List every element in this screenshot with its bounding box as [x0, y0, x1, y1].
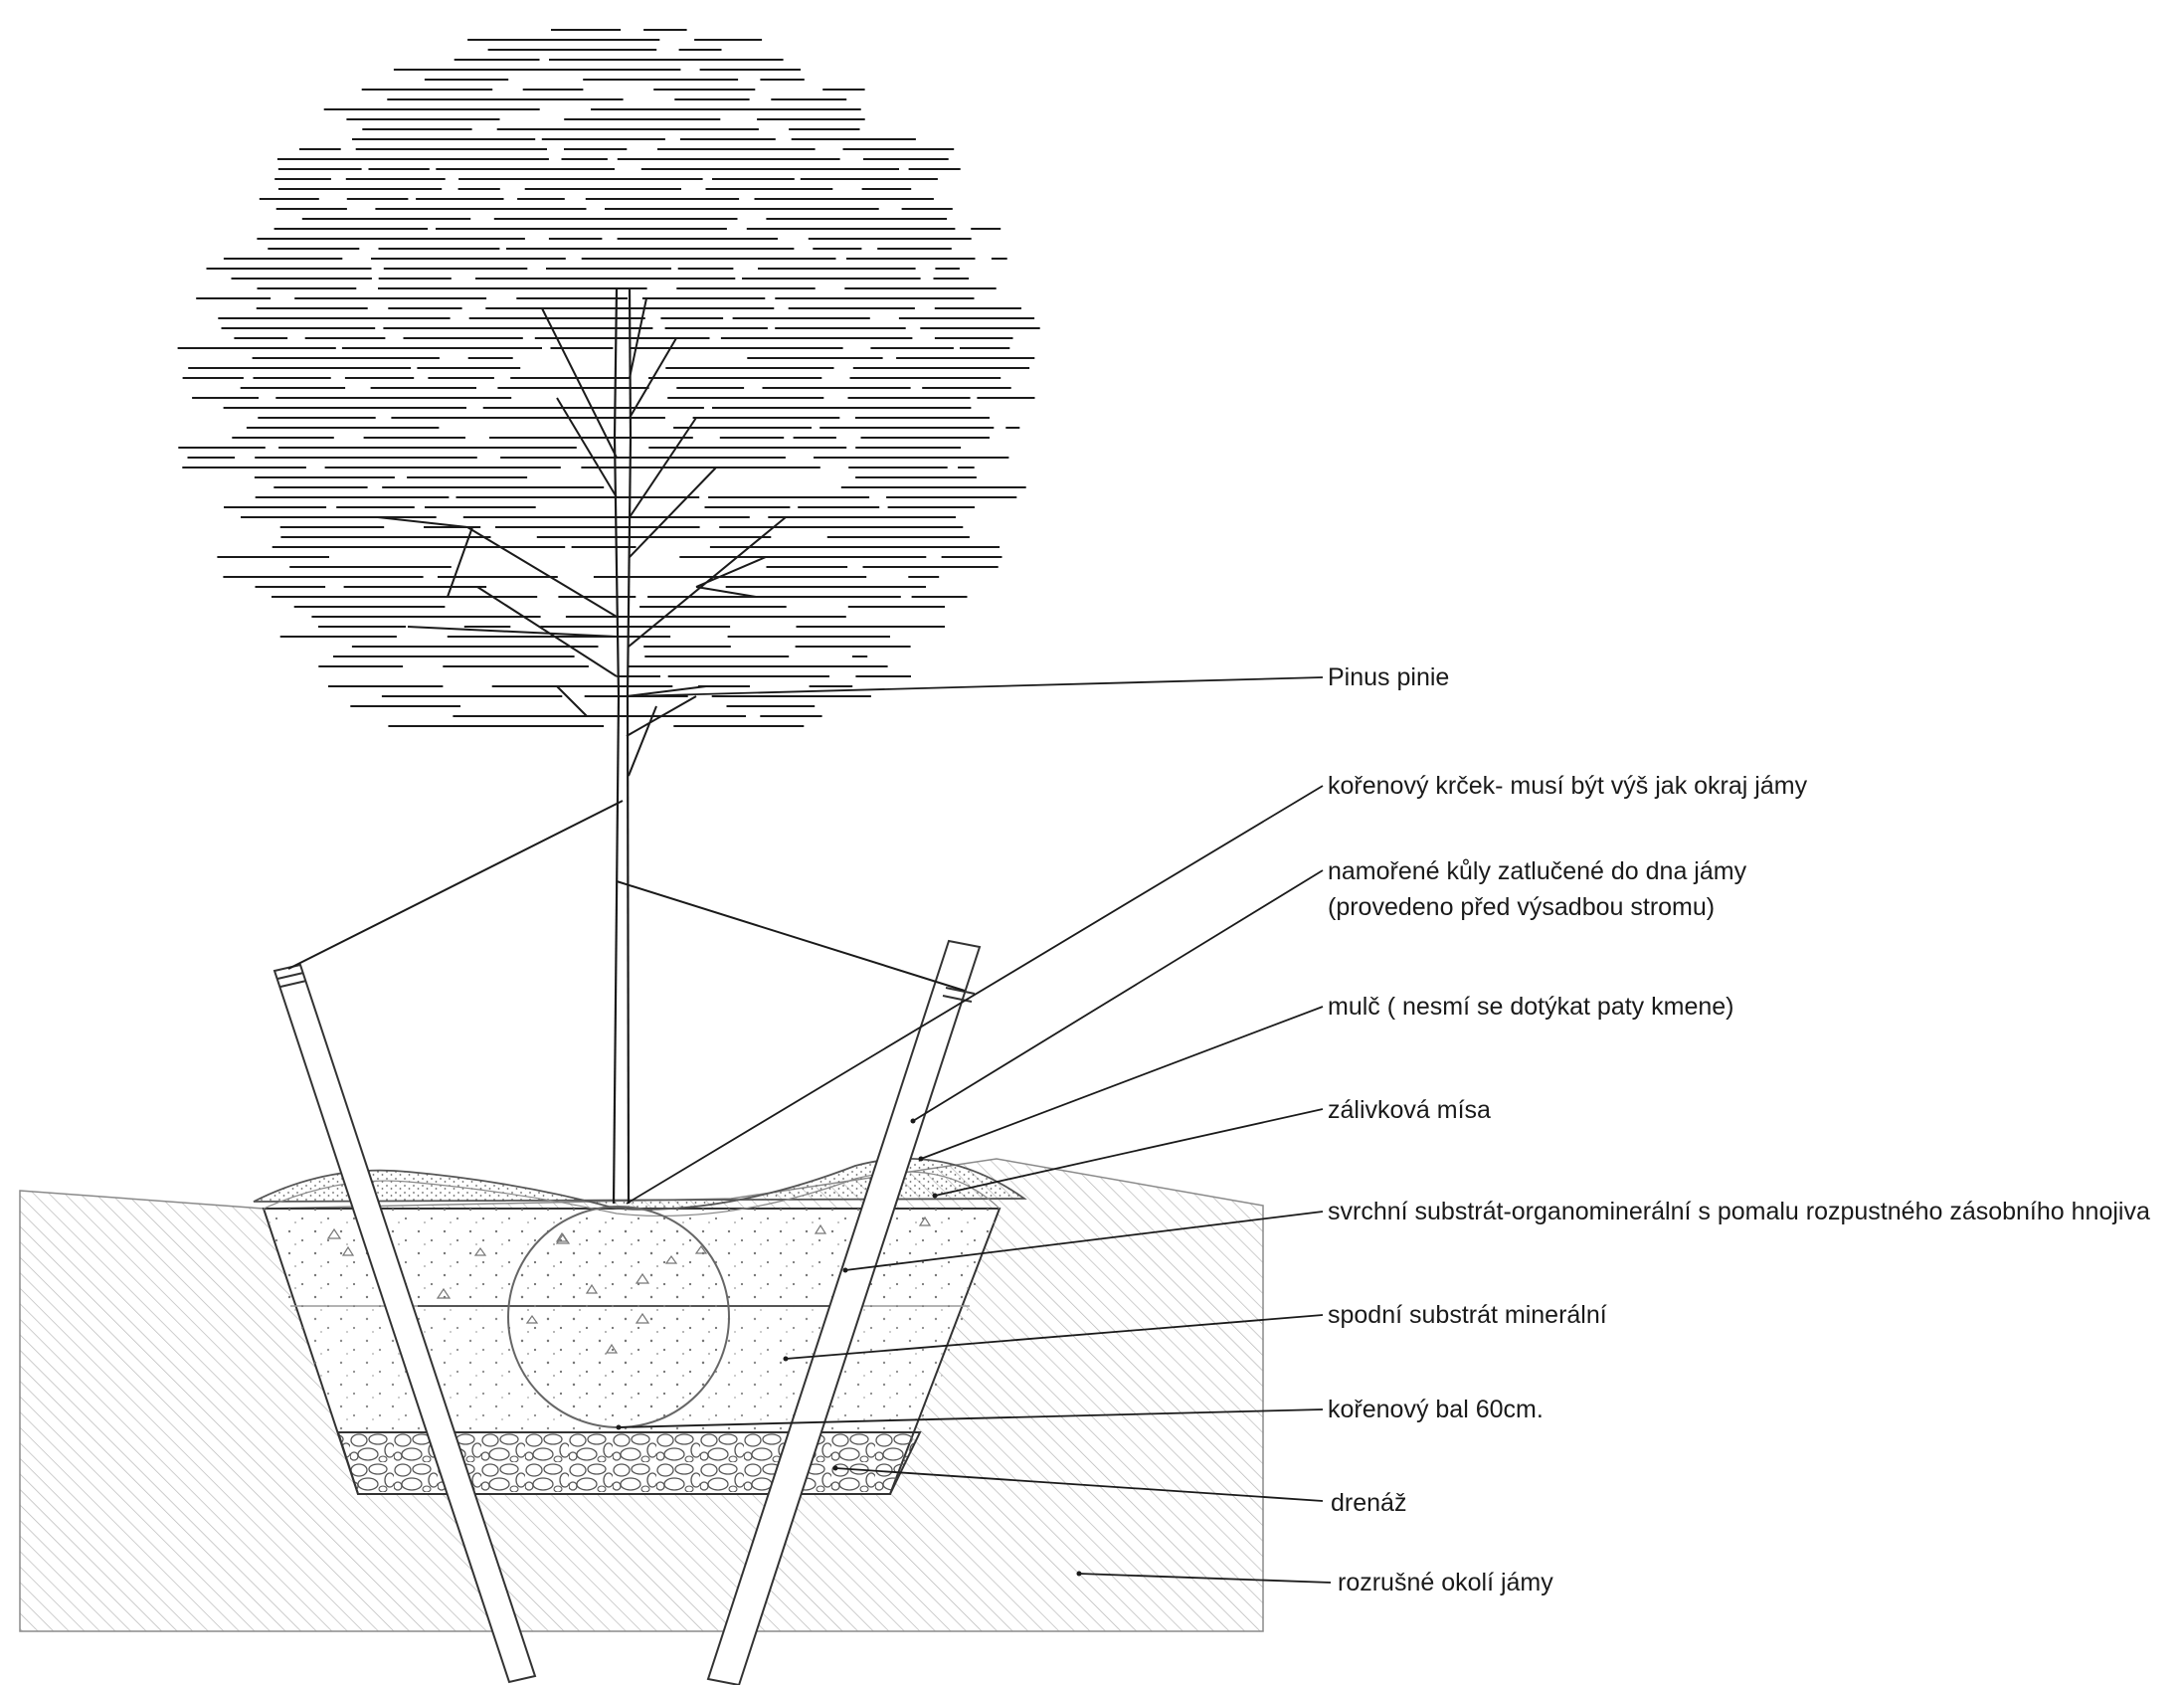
label-root-collar: kořenový krček- musí být výš jak okraj j…: [1328, 772, 1808, 800]
tree-trunk: [612, 287, 633, 1205]
drainage-layer: [336, 1431, 922, 1495]
label-stakes-line-2: (provedeno před výsadbou stromu): [1328, 893, 1715, 921]
leader-dots: [616, 1118, 1082, 1577]
stake-right: [706, 939, 982, 1685]
leader-lines: [618, 676, 1332, 1584]
label-watering-bowl: zálivková mísa: [1328, 1096, 1491, 1124]
tie-wires: [287, 800, 966, 992]
label-root-ball: kořenový bal 60cm.: [1328, 1396, 1544, 1423]
label-drainage: drenáž: [1331, 1489, 1406, 1517]
tree-canopy: [177, 29, 1040, 727]
label-stakes-line-1: namořené kůly zatlučené do dna jámy: [1328, 857, 1747, 885]
label-top-substrate: svrchní substrát-organominerální s pomal…: [1328, 1198, 2150, 1225]
label-surrounding-soil: rozrušné okolí jámy: [1338, 1569, 1553, 1596]
label-pinus-pinie: Pinus pinie: [1328, 663, 1449, 691]
label-mulch: mulč ( nesmí se dotýkat paty kmene): [1328, 993, 1733, 1021]
root-ball: [507, 1206, 730, 1428]
tree-branches: [377, 297, 787, 777]
label-bottom-substrate: spodní substrát minerální: [1328, 1301, 1607, 1329]
